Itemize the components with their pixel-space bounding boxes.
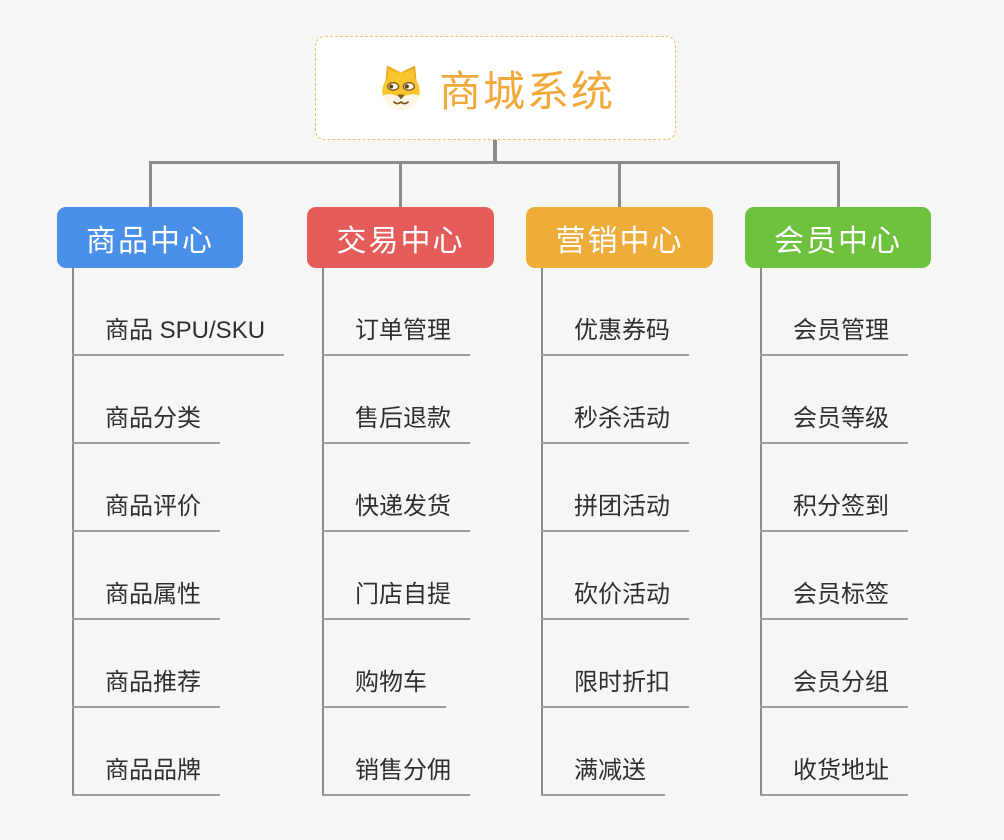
sub-topic-label: 销售分佣 xyxy=(355,757,451,784)
connector-rail xyxy=(148,161,840,164)
branch-node-2[interactable]: 交易中心 xyxy=(307,207,494,268)
connector-branch-vline-2 xyxy=(322,268,324,796)
sub-topic[interactable]: 满减送 xyxy=(541,708,665,796)
sub-topic[interactable]: 商品品牌 xyxy=(72,708,220,796)
sub-topic-label: 会员管理 xyxy=(793,317,889,344)
sub-topic-label: 商品评价 xyxy=(105,493,201,520)
sub-topic-label: 商品 SPU/SKU xyxy=(105,317,266,344)
sub-topic-label: 会员标签 xyxy=(793,581,889,608)
sub-topic-label: 优惠券码 xyxy=(574,317,670,344)
sub-topic-label: 订单管理 xyxy=(355,317,451,344)
branch-items-1: 商品 SPU/SKU 商品分类商品评价商品属性商品推荐商品品牌 xyxy=(72,268,285,796)
branch-items-2: 订单管理售后退款快递发货门店自提购物车销售分佣 xyxy=(322,268,470,796)
sub-topic[interactable]: 砍价活动 xyxy=(541,532,689,620)
connector-root-stub xyxy=(493,140,497,164)
sub-topic-label: 会员等级 xyxy=(793,405,889,432)
sub-topic-label: 快递发货 xyxy=(355,493,451,520)
sub-topic[interactable]: 会员分组 xyxy=(760,620,908,708)
connector-drop-3 xyxy=(618,161,621,207)
sub-topic[interactable]: 商品 SPU/SKU xyxy=(72,268,285,356)
branch-node-label: 交易中心 xyxy=(336,224,465,258)
branch-items-4: 会员管理会员等级积分签到会员标签会员分组收货地址 xyxy=(760,268,908,796)
sub-topic-label: 商品品牌 xyxy=(105,757,201,784)
sub-topic-label: 商品推荐 xyxy=(105,669,201,696)
branch-node-4[interactable]: 会员中心 xyxy=(745,207,931,268)
sub-topic[interactable]: 商品属性 xyxy=(72,532,220,620)
sub-topic-label: 拼团活动 xyxy=(574,493,670,520)
sub-topic-label: 收货地址 xyxy=(793,757,889,784)
sub-topic[interactable]: 优惠券码 xyxy=(541,268,689,356)
sub-topic-label: 售后退款 xyxy=(355,405,451,432)
branch-node-label: 会员中心 xyxy=(774,224,902,258)
sub-topic[interactable]: 拼团活动 xyxy=(541,444,689,532)
sub-topic-label: 限时折扣 xyxy=(574,669,670,696)
sub-topic[interactable]: 销售分佣 xyxy=(322,708,470,796)
sub-topic-label: 商品分类 xyxy=(105,405,201,432)
sub-topic-label: 购物车 xyxy=(355,669,427,696)
root-node-mall-system[interactable]: 商城系统 xyxy=(315,36,676,140)
sub-topic-label: 砍价活动 xyxy=(574,581,670,608)
branch-node-1[interactable]: 商品中心 xyxy=(57,207,243,268)
connector-drop-1 xyxy=(148,161,152,207)
sub-topic-label: 秒杀活动 xyxy=(574,405,670,432)
sub-topic[interactable]: 商品推荐 xyxy=(72,620,220,708)
connector-drop-4 xyxy=(836,161,840,207)
sub-topic[interactable]: 收货地址 xyxy=(760,708,908,796)
sub-topic[interactable]: 订单管理 xyxy=(322,268,470,356)
sub-topic[interactable]: 商品评价 xyxy=(72,444,220,532)
branch-node-label: 商品中心 xyxy=(86,224,214,258)
sub-topic[interactable]: 快递发货 xyxy=(322,444,470,532)
sub-topic[interactable]: 积分签到 xyxy=(760,444,908,532)
connector-branch-vline-4 xyxy=(760,268,762,796)
sub-topic[interactable]: 会员等级 xyxy=(760,356,908,444)
sub-topic[interactable]: 秒杀活动 xyxy=(541,356,689,444)
sub-topic[interactable]: 会员标签 xyxy=(760,532,908,620)
sub-topic[interactable]: 会员管理 xyxy=(760,268,908,356)
sub-topic[interactable]: 门店自提 xyxy=(322,532,470,620)
sub-topic[interactable]: 购物车 xyxy=(322,620,446,708)
connector-drop-2 xyxy=(399,161,402,207)
sub-topic-label: 商品属性 xyxy=(105,581,201,608)
dog-face-icon xyxy=(376,63,426,113)
connector-branch-vline-1 xyxy=(72,268,74,796)
sub-topic-label: 积分签到 xyxy=(793,493,889,520)
branch-node-label: 营销中心 xyxy=(555,224,684,258)
connector-branch-vline-3 xyxy=(541,268,543,796)
branch-node-3[interactable]: 营销中心 xyxy=(526,207,713,268)
sub-topic[interactable]: 售后退款 xyxy=(322,356,470,444)
sub-topic[interactable]: 商品分类 xyxy=(72,356,220,444)
sub-topic[interactable]: 限时折扣 xyxy=(541,620,689,708)
sub-topic-label: 门店自提 xyxy=(355,581,451,608)
branch-items-3: 优惠券码秒杀活动拼团活动砍价活动限时折扣满减送 xyxy=(541,268,689,796)
root-node-label: 商城系统 xyxy=(438,67,615,115)
sub-topic-label: 满减送 xyxy=(574,757,646,784)
sub-topic-label: 会员分组 xyxy=(793,669,889,696)
